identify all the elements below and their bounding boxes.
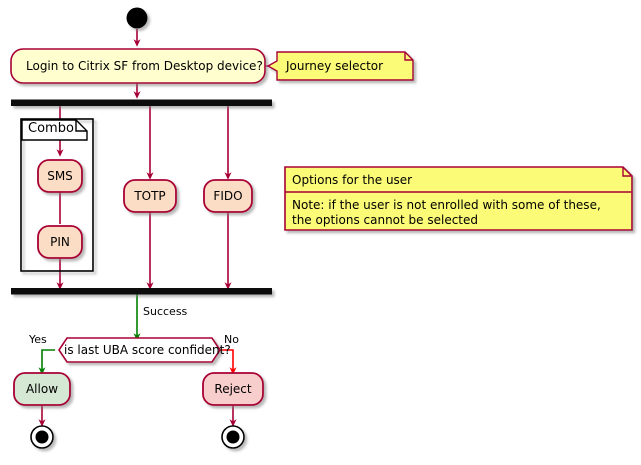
activity-login-shape[interactable] [10, 48, 266, 84]
end-node-reject [221, 425, 245, 449]
start-node [126, 7, 148, 29]
join-bar [11, 288, 272, 295]
activity-allow-shape[interactable] [13, 372, 71, 406]
activity-pin-shape[interactable] [37, 225, 83, 259]
end-node-allow [30, 425, 54, 449]
connector-decision-no [220, 349, 237, 375]
connector-decision-yes [38, 349, 55, 375]
decision-shape[interactable] [58, 337, 221, 363]
fork-bar [11, 99, 272, 106]
activity-totp-shape[interactable] [123, 179, 177, 213]
callout-note-shape [266, 51, 414, 81]
activity-fido-shape[interactable] [203, 179, 253, 213]
activity-reject-shape[interactable] [202, 372, 264, 406]
activity-sms-shape[interactable] [37, 159, 83, 193]
partition-combo-frame [20, 118, 94, 272]
legend-note-shape [284, 166, 633, 231]
